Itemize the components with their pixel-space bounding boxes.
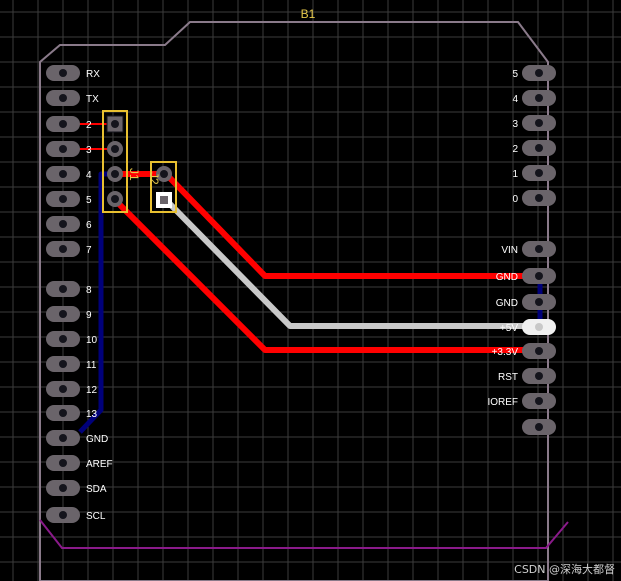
right-pad-power-0[interactable] (522, 241, 556, 257)
left-pin-label: 6 (86, 220, 92, 231)
right-pin-label: 2 (512, 144, 518, 155)
left-pad-12[interactable] (46, 381, 80, 397)
right-pad-d4[interactable] (522, 90, 556, 106)
left-pad-8[interactable] (46, 281, 80, 297)
left-pad-3[interactable] (46, 141, 80, 157)
left-pad-tx[interactable] (46, 90, 80, 106)
left-pin-label: TX (86, 94, 99, 105)
right-pin-label: +5V (500, 323, 518, 334)
left-pad-aref[interactable] (46, 455, 80, 471)
right-pad-power-2[interactable] (522, 294, 556, 310)
left-pad-6[interactable] (46, 216, 80, 232)
left-pad-2[interactable] (46, 116, 80, 132)
left-pin-label: 5 (86, 195, 92, 206)
right-pad-power-1[interactable] (522, 268, 556, 284)
left-pin-label: 9 (86, 310, 92, 321)
connector-j1[interactable]: J1 (102, 110, 141, 213)
left-pad-5[interactable] (46, 191, 80, 207)
left-pin-label: 12 (86, 385, 98, 396)
left-pad-10[interactable] (46, 331, 80, 347)
right-pin-label: RST (498, 372, 518, 383)
right-pad-d0[interactable] (522, 190, 556, 206)
left-pin-label: 13 (86, 409, 98, 420)
right-pin-label: 3 (512, 119, 518, 130)
left-pin-label: GND (86, 434, 108, 445)
left-pad-scl[interactable] (46, 507, 80, 523)
j2-label: J2 (147, 172, 161, 185)
right-pad-d1[interactable] (522, 165, 556, 181)
right-pad-power-7[interactable] (522, 419, 556, 435)
right-pin-label: 1 (512, 169, 518, 180)
right-pin-label: GND (496, 272, 518, 283)
trace-gnd (163, 171, 540, 279)
left-pad-sda[interactable] (46, 480, 80, 496)
left-pin-label: 11 (86, 360, 97, 371)
right-pin-label: IOREF (487, 397, 518, 408)
keepout-line (39, 519, 569, 549)
board-outline (39, 21, 549, 581)
right-pad-d3[interactable] (522, 115, 556, 131)
trace-5v (163, 197, 540, 329)
left-pin-label: 10 (86, 335, 98, 346)
left-pad-9[interactable] (46, 306, 80, 322)
left-pin-label: 3 (86, 145, 92, 156)
left-pad-7[interactable] (46, 241, 80, 257)
left-pin-label: RX (86, 69, 100, 80)
right-pin-label: GND (496, 298, 518, 309)
right-pin-label: VIN (501, 245, 518, 256)
left-pin-label: SCL (86, 511, 106, 522)
right-pin-label: 4 (512, 94, 518, 105)
right-pad-power-5[interactable] (522, 368, 556, 384)
board-designator: B1 (301, 7, 316, 21)
connector-j2[interactable]: J2 (147, 161, 177, 213)
j1-label: J1 (127, 168, 141, 181)
left-pad-11[interactable] (46, 356, 80, 372)
right-pin-label: 5 (512, 69, 518, 80)
right-pin-label: +3.3V (492, 347, 519, 358)
left-pin-label: AREF (86, 459, 113, 470)
left-pin-label: SDA (86, 484, 107, 495)
left-pin-label: 7 (86, 245, 92, 256)
left-pin-label: 4 (86, 170, 92, 181)
trace-3v3 (112, 197, 540, 353)
right-pin-label: 0 (512, 194, 518, 205)
right-pad-power-3[interactable] (522, 319, 556, 335)
left-pin-label: 8 (86, 285, 92, 296)
right-pad-d2[interactable] (522, 140, 556, 156)
left-pin-label: 2 (86, 120, 92, 131)
left-pad-4[interactable] (46, 166, 80, 182)
left-pad-rx[interactable] (46, 65, 80, 81)
watermark: CSDN @深海大都督 (514, 563, 615, 576)
right-pad-power-4[interactable] (522, 343, 556, 359)
right-pad-d5[interactable] (522, 65, 556, 81)
left-pad-13[interactable] (46, 405, 80, 421)
right-pad-power-6[interactable] (522, 393, 556, 409)
left-pad-gnd[interactable] (46, 430, 80, 446)
